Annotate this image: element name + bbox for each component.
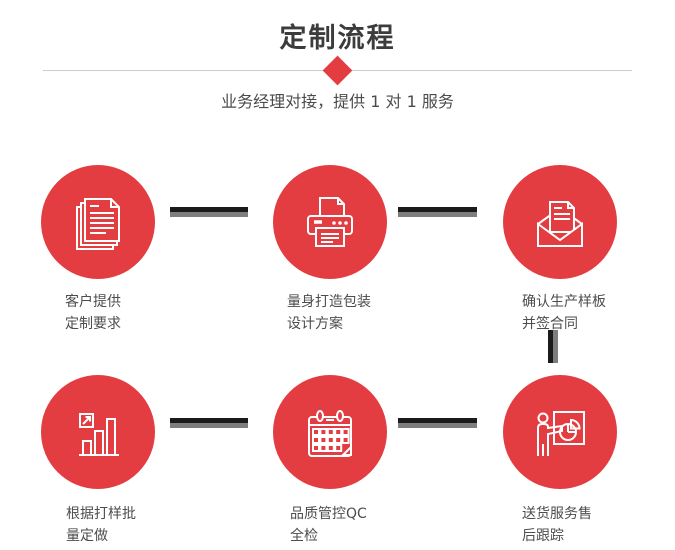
step1-label-line2: 定制要求 — [65, 316, 121, 332]
connector-step3-step6 — [548, 330, 558, 363]
subtitle: 业务经理对接，提供 1 对 1 服务 — [221, 92, 454, 111]
step4-label-line1: 根据打样批 — [66, 506, 136, 522]
connector-step2-step3 — [398, 207, 477, 217]
documents-icon — [76, 198, 120, 250]
step6-label-line1: 送货服务售 — [522, 506, 592, 522]
step1-circle — [41, 165, 155, 279]
step1-label: 客户提供 定制要求 — [65, 291, 121, 335]
step5-label-line2: 全检 — [290, 528, 318, 544]
step2-label-line1: 量身打造包装 — [287, 294, 371, 310]
step3-circle — [503, 165, 617, 279]
step2-circle — [273, 165, 387, 279]
step3-label-line2: 并签合同 — [522, 316, 578, 332]
presentation-icon — [537, 411, 585, 456]
step1-label-line1: 客户提供 — [65, 294, 121, 310]
page-title: 定制流程 — [279, 23, 396, 54]
step6-label: 送货服务售 后跟踪 — [522, 503, 592, 547]
step2-label-line2: 设计方案 — [287, 316, 343, 332]
step5-circle — [273, 375, 387, 489]
step3-label-line1: 确认生产样板 — [522, 294, 606, 310]
step4-circle — [41, 375, 155, 489]
step5-label: 品质管控QC 全检 — [290, 503, 367, 547]
connector-step1-step2 — [170, 207, 248, 217]
connector-step5-step6 — [398, 418, 477, 428]
calendar-icon — [308, 410, 352, 457]
step3-label: 确认生产样板 并签合同 — [522, 291, 606, 335]
step2-label: 量身打造包装 设计方案 — [287, 291, 371, 335]
step6-label-line2: 后跟踪 — [522, 528, 564, 544]
connector-step4-step5 — [170, 418, 248, 428]
step4-label-line2: 量定做 — [66, 528, 108, 544]
step4-label: 根据打样批 量定做 — [66, 503, 136, 547]
step5-label-line1: 品质管控QC — [290, 506, 367, 522]
envelope-letter-icon — [537, 201, 583, 247]
diamond-icon — [322, 55, 353, 86]
step6-circle — [503, 375, 617, 489]
bar-chart-icon — [79, 413, 119, 456]
printer-icon — [307, 197, 353, 247]
